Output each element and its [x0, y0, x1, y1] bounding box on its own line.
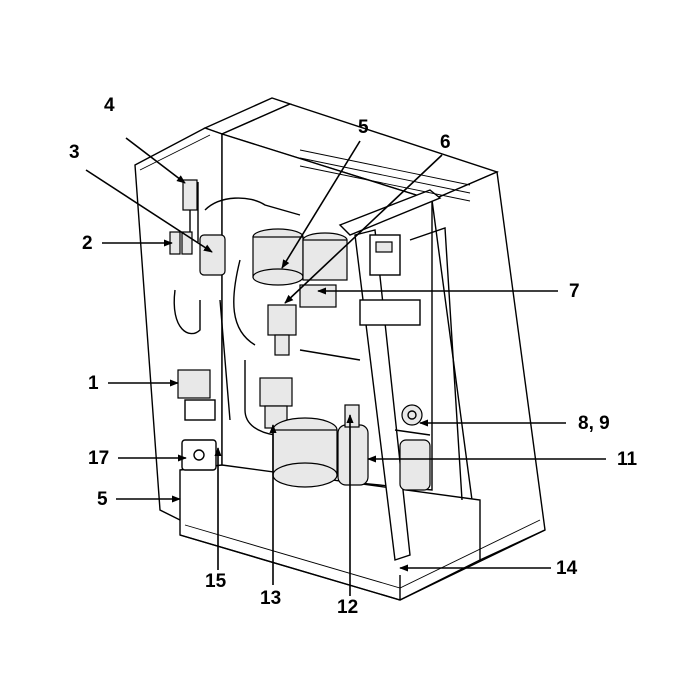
- valve-3: [199, 234, 226, 276]
- callout-5-left: 5: [97, 489, 108, 510]
- callout-14: 14: [556, 558, 578, 579]
- bracket: [359, 299, 421, 326]
- callout-13: 13: [260, 588, 281, 609]
- fitting-4: [182, 179, 198, 211]
- pipe-upper: [204, 197, 301, 216]
- callout-2: 2: [82, 233, 93, 254]
- top-cross-member: [338, 189, 442, 236]
- callout-1: 1: [88, 373, 99, 394]
- solenoid-1: [177, 369, 211, 399]
- pipe-mid: [233, 259, 256, 346]
- callout-6: 6: [440, 132, 451, 153]
- callout-5-top: 5: [358, 117, 369, 138]
- pipe-loop-left: [173, 289, 201, 335]
- leader-6: [284, 154, 443, 304]
- solenoid-valve-7: [299, 284, 337, 308]
- pipe-drop: [219, 299, 231, 421]
- callout-7: 7: [569, 281, 580, 302]
- mount-plate-17: [181, 439, 217, 471]
- components: [169, 179, 431, 491]
- callout-12: 12: [337, 597, 358, 618]
- callout-labels: 4 3 2 1 17 5 15 13 12 5 6 7 8, 9 11 14: [69, 95, 638, 618]
- valve-13: [259, 377, 293, 407]
- leader-5-top: [281, 140, 361, 269]
- filter-drier-12: [337, 424, 369, 486]
- callout-11: 11: [617, 449, 638, 470]
- pipe-cross: [299, 349, 361, 361]
- callout-8-9: 8, 9: [578, 413, 610, 434]
- leader-3: [85, 169, 213, 253]
- callout-4: 4: [104, 95, 115, 116]
- leader-arrows: [85, 137, 606, 596]
- solenoid-valve-6: [267, 304, 297, 336]
- leader-4: [125, 137, 186, 184]
- accumulator-11: [399, 439, 431, 491]
- callout-3: 3: [69, 142, 80, 163]
- callout-17: 17: [88, 448, 109, 469]
- sight-glass-8-9: [401, 404, 423, 426]
- callout-15: 15: [205, 571, 227, 592]
- control-box: [369, 234, 401, 276]
